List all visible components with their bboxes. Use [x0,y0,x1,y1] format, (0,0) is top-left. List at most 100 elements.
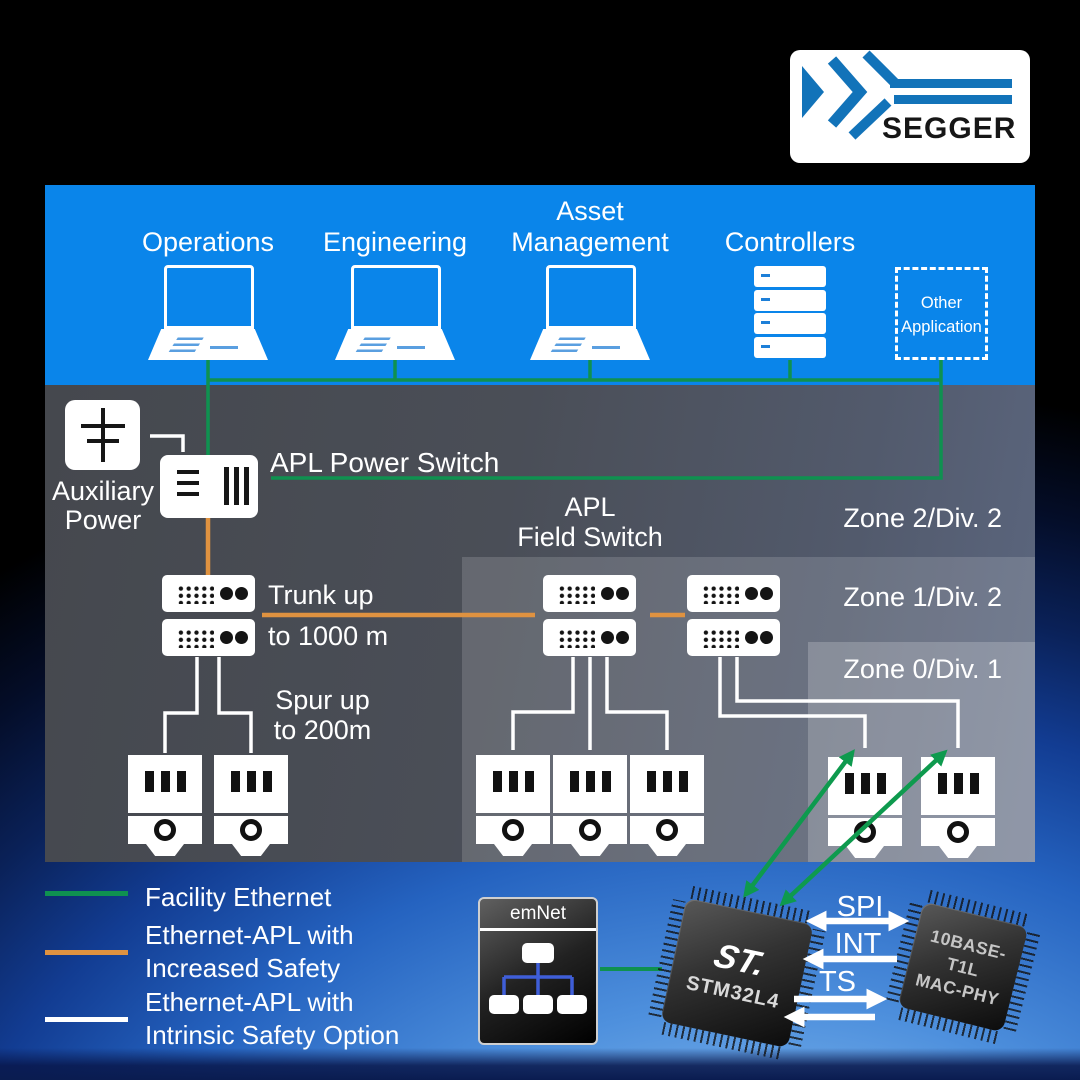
device-dial [476,816,550,844]
field-device-icon [476,755,550,856]
label-zone0: Zone 0/Div. 1 [843,654,1002,684]
emnet-title: emNet [510,903,566,924]
device-connectors [128,755,202,813]
device-nozzle [146,844,184,856]
field-device-icon [214,755,288,856]
auxiliary-power-icon [65,400,140,470]
port-dot [616,587,629,600]
legend-line-facility-ethernet [45,891,128,896]
laptop-icon-engineering [335,265,455,360]
dial-ring [656,819,678,841]
label-apl-power-switch: APL Power Switch [270,447,500,478]
other-application-box [895,267,988,360]
port-grid [557,584,595,604]
laptop-touchpad [210,346,238,349]
emnet-divider [480,928,596,931]
port-dot [745,631,758,644]
apl-field-switch-icon [687,575,780,612]
label-ts: TS [818,966,857,998]
label-int: INT [834,928,882,960]
port-bar [244,467,249,505]
dial-ring [154,819,176,841]
device-nozzle [232,844,270,856]
port-dot [235,631,248,644]
server-stack-icon-controllers [754,266,826,360]
field-device-icon [128,755,202,856]
field-device-icon [630,755,704,856]
port-line [177,492,199,496]
port-dot [235,587,248,600]
device-nozzle [571,844,609,856]
laptop-screen [351,265,441,329]
label-apl-field-switch: APL Field Switch [517,492,663,552]
label-controllers: Controllers [724,227,856,257]
port-line [177,481,199,485]
field-device-icon [553,755,627,856]
device-dial [214,816,288,844]
device-dial [553,816,627,844]
device-nozzle [494,844,532,856]
device-connectors [214,755,288,813]
apl-field-switch-icon [543,575,636,612]
port-grid [557,628,595,648]
device-connectors [630,755,704,813]
port-grid [176,628,214,648]
laptop-screen [164,265,254,329]
device-nozzle [939,846,977,858]
label-engineering: Engineering [322,227,468,257]
laptop-touchpad [592,346,620,349]
legend-label-intrinsic-safety: Ethernet-APL with Intrinsic Safety Optio… [145,987,400,1050]
segger-logo: SEGGER [790,50,1030,163]
port-dot [601,631,614,644]
laptop-icon-operations [148,265,268,360]
laptop-touchpad [397,346,425,349]
label-spur: Spur up to 200m [273,685,372,745]
port-line [177,470,199,474]
horizon-band [0,1048,1080,1080]
laptop-base [335,329,455,360]
port-dot [616,631,629,644]
apl-power-switch-icon [160,455,258,518]
laptop-screen [546,265,636,329]
label-asset-management: Asset Management [511,196,669,257]
port-grid [701,628,739,648]
port-dot [745,587,758,600]
segger-arrows-icon [802,50,1012,140]
device-dial [630,816,704,844]
port-dot [760,587,773,600]
port-bar [234,467,239,505]
power-symbol-line [101,408,105,462]
label-zone2: Zone 2/Div. 2 [843,503,1002,533]
label-trunk-2: to 1000 m [268,621,389,651]
legend-label-increased-safety: Ethernet-APL with Increased Safety [145,920,354,983]
device-connectors [476,755,550,813]
device-nozzle [648,844,686,856]
server-unit [754,336,826,358]
server-unit [754,266,826,287]
network-tree-icon [489,943,587,1014]
power-symbol-bar [87,439,119,443]
label-zone1: Zone 1/Div. 2 [843,582,1002,612]
legend-label-facility-ethernet: Facility Ethernet [145,882,332,912]
apl-field-switch-icon [162,575,255,612]
port-dot [760,631,773,644]
label-auxiliary-power: Auxiliary Power [51,476,155,535]
dial-ring [947,821,969,843]
port-dot [220,587,233,600]
laptop-base [530,329,650,360]
segger-brand-text: SEGGER [882,112,1017,145]
device-dial [128,816,202,844]
port-bar [224,467,229,505]
emnet-module: emNet [478,897,598,1045]
apl-field-switch-icon [162,619,255,656]
device-connectors [553,755,627,813]
port-grid [176,584,214,604]
legend-line-intrinsic-safety [45,1017,128,1022]
label-spi: SPI [836,891,884,923]
legend-line-increased-safety [45,950,128,955]
laptop-icon-asset-management [530,265,650,360]
power-symbol-bar [81,424,125,428]
